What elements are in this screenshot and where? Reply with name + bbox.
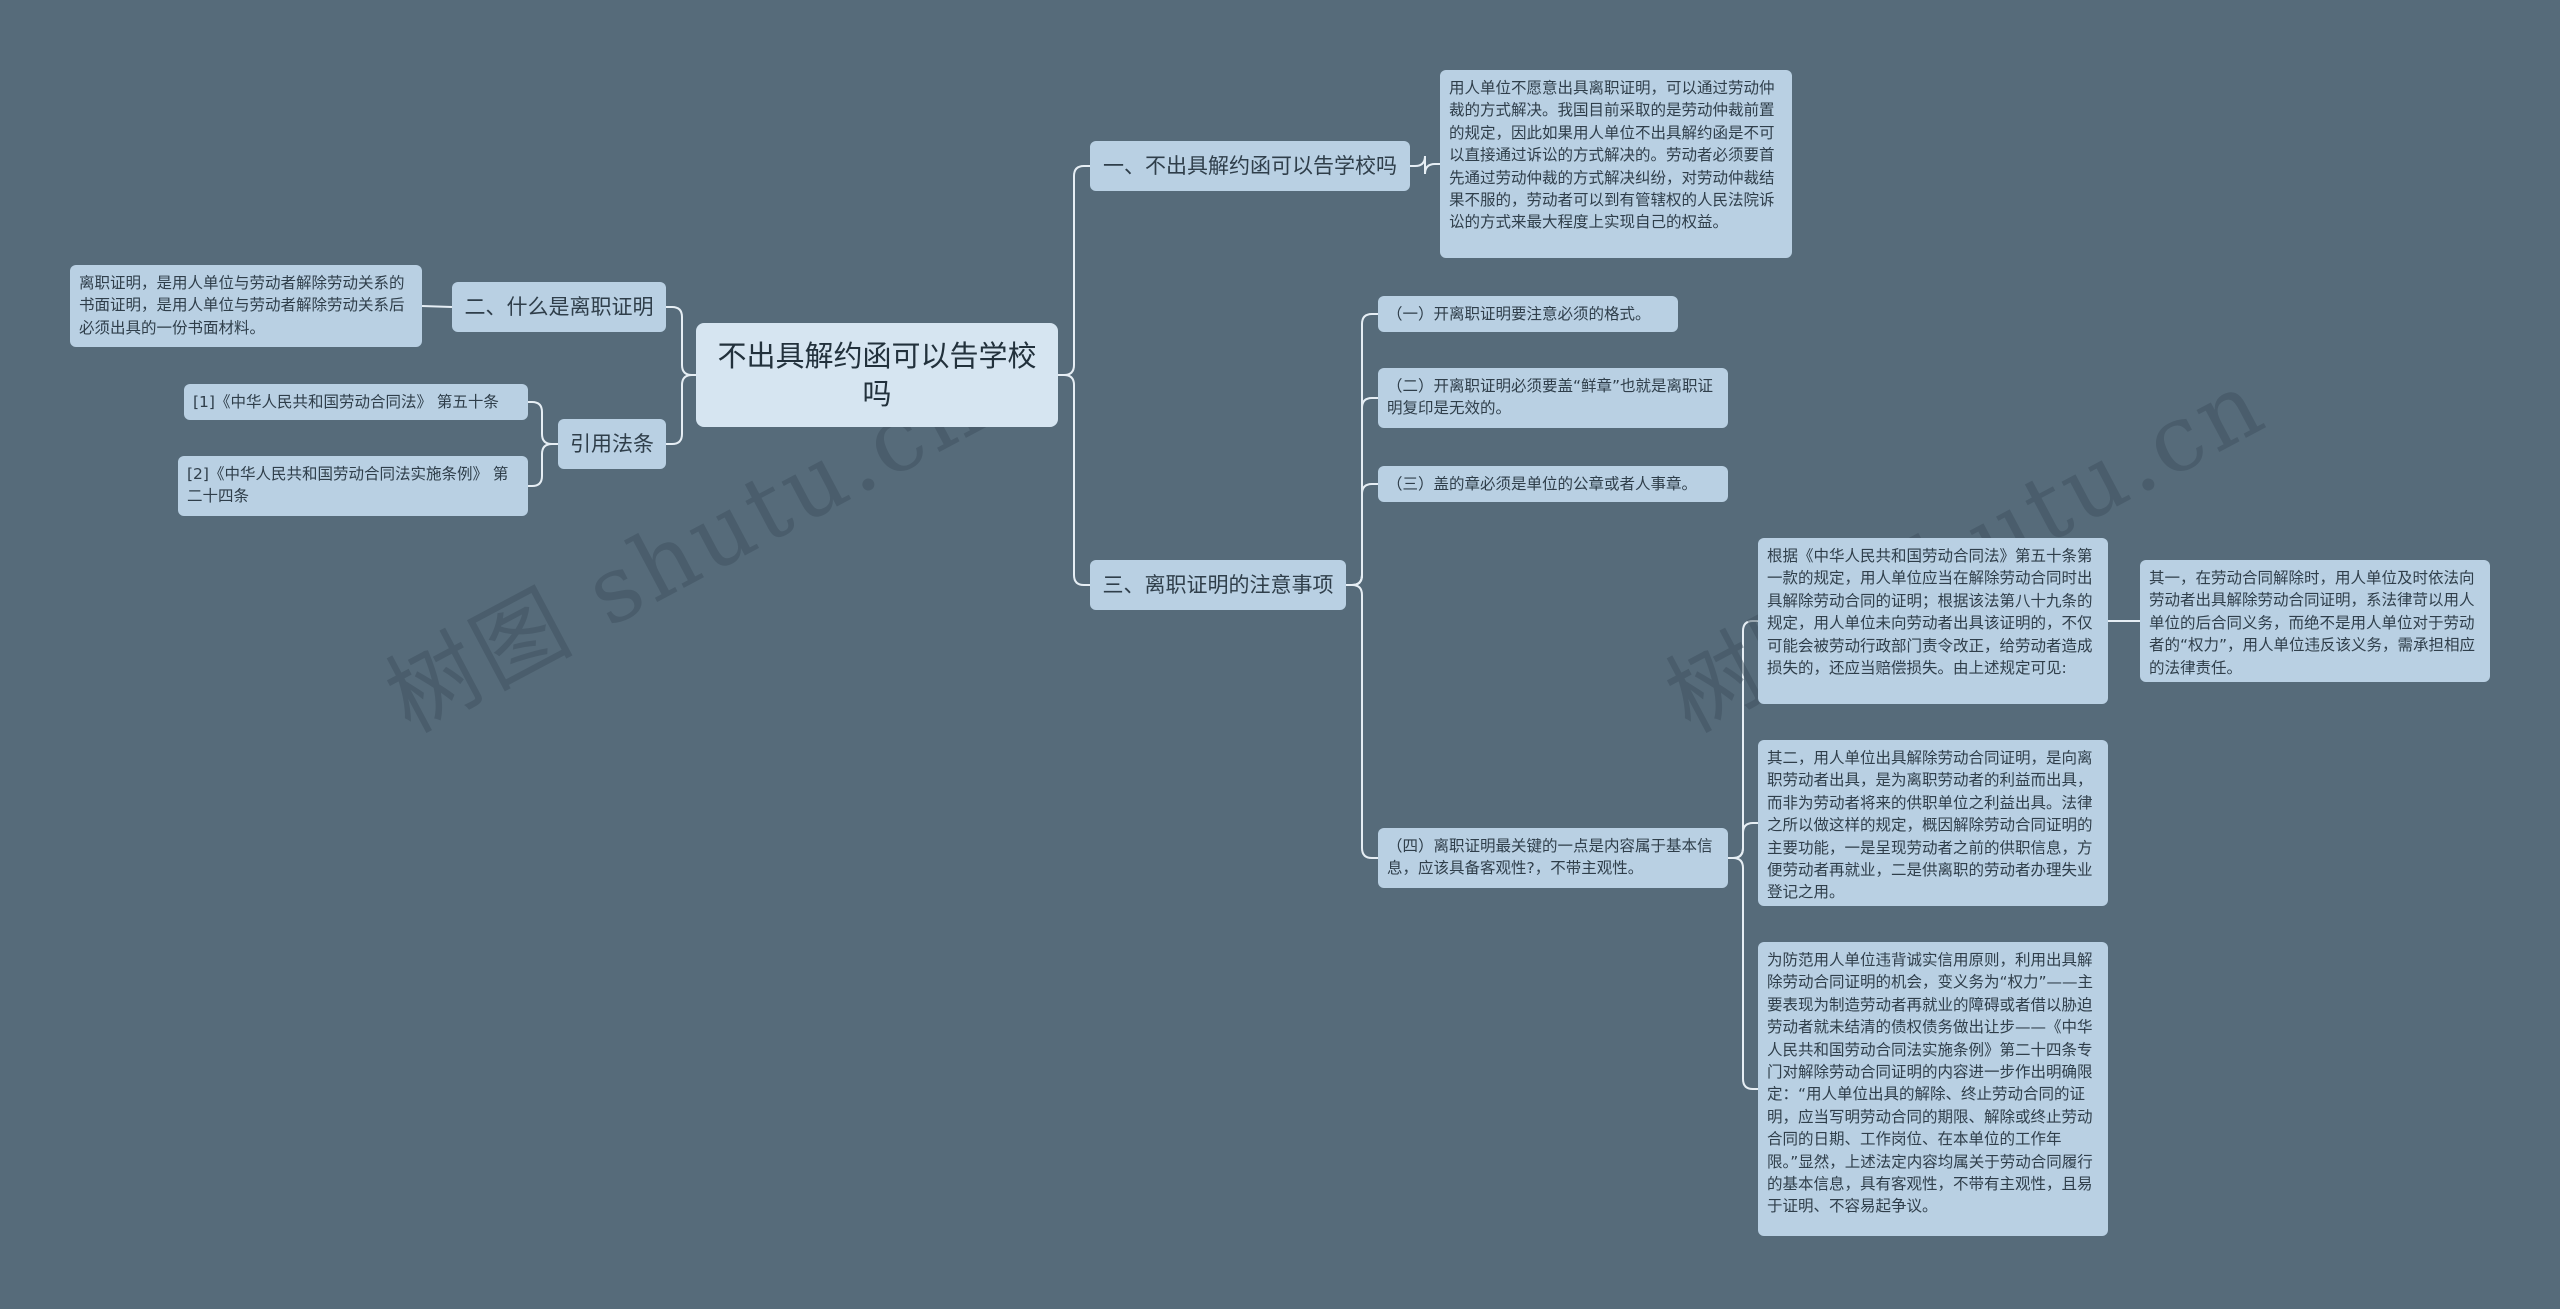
definition-text[interactable]: 离职证明，是用人单位与劳动者解除劳动关系的书面证明，是用人单位与劳动者解除劳动关… [70, 265, 422, 347]
branch-connector [1410, 155, 1440, 175]
root-connector [1058, 165, 1090, 376]
detail-subitem-1[interactable]: 其一，在劳动合同解除时，用人单位及时依法向劳动者出具解除劳动合同证明，系法律苛以… [2140, 560, 2490, 682]
root-connector [1058, 374, 1090, 586]
answer-text[interactable]: 用人单位不愿意出具离职证明，可以通过劳动仲裁的方式解决。我国目前采取的是劳动仲裁… [1440, 70, 1792, 258]
detail-item-2[interactable]: 其二，用人单位出具解除劳动合同证明，是向离职劳动者出具，是为离职劳动者的利益而出… [1758, 740, 2108, 906]
note-item-2[interactable]: （二）开离职证明必须要盖“鲜章”也就是离职证明复印是无效的。 [1378, 368, 1728, 428]
branch-topic-2[interactable]: 二、什么是离职证明 [452, 282, 666, 332]
law-reference-2[interactable]: [2]《中华人民共和国劳动合同法实施条例》 第二十四条 [178, 456, 528, 516]
branch-topic-1[interactable]: 一、不出具解约函可以告学校吗 [1090, 141, 1410, 191]
root-connector [666, 306, 696, 376]
branch-connector [1346, 584, 1378, 859]
branch-topic-4[interactable]: 三、离职证明的注意事项 [1090, 560, 1346, 610]
branch-topic-3[interactable]: 引用法条 [558, 419, 666, 469]
detail-item-3[interactable]: 为防范用人单位违背诚实信用原则，利用出具解除劳动合同证明的机会，变义务为“权力”… [1758, 942, 2108, 1236]
branch-connector [528, 401, 558, 445]
leaf-connector [1728, 857, 1758, 1090]
branch-connector [528, 443, 558, 487]
branch-connector [1346, 483, 1378, 586]
law-reference-1[interactable]: [1]《中华人民共和国劳动合同法》 第五十条 [184, 384, 528, 420]
branch-connector [421, 305, 453, 308]
root-connector [666, 374, 696, 445]
note-item-3[interactable]: （三）盖的章必须是单位的公章或者人事章。 [1378, 466, 1728, 502]
note-item-1[interactable]: （一）开离职证明要注意必须的格式。 [1378, 296, 1678, 332]
leaf-connector [1728, 822, 1758, 859]
root-topic[interactable]: 不出具解约函可以告学校吗 [696, 323, 1058, 427]
detail-item-1[interactable]: 根据《中华人民共和国劳动合同法》第五十条第一款的规定，用人单位应当在解除劳动合同… [1758, 538, 2108, 704]
note-item-4[interactable]: （四）离职证明最关键的一点是内容属于基本信息，应该具备客观性?，不带主观性。 [1378, 828, 1728, 888]
